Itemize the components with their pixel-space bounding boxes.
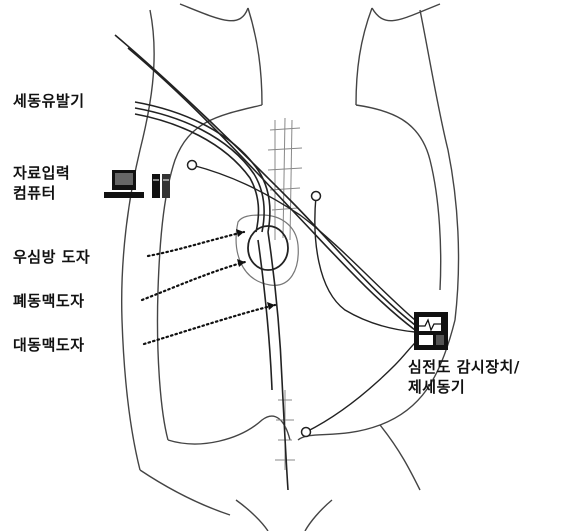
electrode-lower	[302, 428, 311, 437]
ecg-monitor-icon	[414, 312, 448, 350]
data-computer-label-line1: 자료입력	[13, 164, 70, 184]
leader-right-atrium	[148, 232, 244, 256]
pulmonary-artery-catheter-label: 폐동맥도자	[13, 292, 85, 311]
pacing-catheter-label: 세동유발기	[13, 92, 85, 111]
electrode-left	[188, 161, 197, 170]
neck-outline	[180, 4, 440, 105]
ecg-electrodes	[188, 161, 321, 437]
leader-aorta	[144, 305, 275, 344]
leader-pulmonary-artery	[142, 262, 245, 300]
ecg-monitor-label-line2: 제세동기	[408, 378, 520, 398]
computer-icon	[104, 170, 170, 198]
data-computer-label-line2: 컴퓨터	[13, 184, 70, 204]
ecg-monitor-label-line1: 심전도 감시장치/	[408, 358, 520, 378]
aorta-catheter-label: 대동맥도자	[13, 336, 85, 355]
right-atrium-catheter-label: 우심방 도자	[13, 248, 90, 267]
catheter-lines	[115, 35, 415, 490]
data-computer-label: 자료입력 컴퓨터	[13, 164, 70, 203]
electrode-right	[312, 192, 321, 201]
leader-lines	[142, 232, 275, 344]
spine-shading	[268, 118, 302, 470]
ecg-monitor-label: 심전도 감시장치/ 제세동기	[408, 358, 520, 397]
